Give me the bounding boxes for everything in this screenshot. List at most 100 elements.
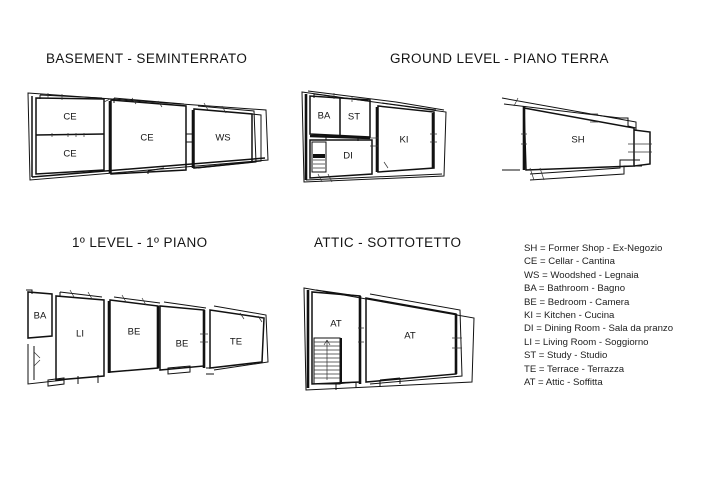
ground-mid-divider — [309, 134, 371, 140]
attic-left-bottom-opening — [335, 381, 357, 390]
basement-left-block — [35, 97, 105, 175]
basement-center-top-wall — [113, 97, 185, 105]
attic-staircase-up-arrow — [323, 339, 331, 380]
legend-item-ce: CE = Cellar - Cantina — [524, 256, 615, 268]
attic-staircase-wall — [340, 338, 342, 384]
shop-upper-outer-wall — [501, 97, 637, 130]
level1-balcony-step — [47, 377, 65, 387]
plan-title-basement: BASEMENT - SEMINTERRATO — [46, 51, 248, 66]
ground-stair-treads — [313, 159, 325, 169]
shop-lower-inner-wall — [529, 165, 642, 181]
level1-li-bottom-openings — [77, 375, 99, 384]
room-label-basement-ce-upper: CE — [63, 112, 76, 123]
level1-ba-room — [27, 291, 53, 339]
attic-left-top-wall — [315, 289, 359, 297]
level1-te-access-gap — [206, 367, 214, 375]
level1-te-room — [209, 309, 265, 369]
floor-plan-former-shop: SH — [500, 82, 666, 188]
ground-ki-door-swing — [383, 161, 389, 169]
level1-be-left-window-ticks — [121, 294, 147, 306]
floor-plan-attic: AT AT — [296, 280, 496, 398]
floor-plan-ground-level: BA ST DI KI — [296, 82, 456, 188]
plan-title-attic: ATTIC - SOTTOTETTO — [314, 235, 462, 250]
room-label-level1-be-left: BE — [128, 327, 141, 338]
legend-item-st: ST = Study - Studio — [524, 350, 608, 362]
basement-woodshed-right-thickness — [251, 113, 262, 163]
shop-lower-outer-wall — [502, 159, 640, 175]
basement-perimeter-left-bottom — [31, 96, 266, 178]
basement-left-window-ticks — [47, 93, 63, 100]
legend-item-ba: BA = Bathroom - Bagno — [524, 283, 626, 295]
room-label-level1-te: TE — [230, 337, 242, 348]
plan-title-first-level: 1º LEVEL - 1º PIANO — [72, 235, 208, 250]
legend-item-at: AT = Attic - Soffitta — [524, 377, 603, 389]
ground-ki-door-gap — [370, 137, 378, 147]
attic-door-gap — [358, 327, 364, 343]
room-label-shop-sh: SH — [571, 135, 584, 146]
room-label-attic-right: AT — [404, 331, 416, 342]
level1-be-right-door-gap — [200, 333, 208, 343]
ground-stair-shaft — [311, 141, 327, 173]
room-label-level1-ba: BA — [34, 311, 47, 322]
legend-item-di: DI = Dining Room - Sala da pranzo — [524, 323, 674, 335]
room-label-basement-ce-center: CE — [140, 133, 153, 144]
ground-di-room — [309, 139, 373, 179]
shop-right-door-gap — [628, 143, 652, 153]
shop-left-window-gap — [521, 133, 527, 145]
legend: SH = Former Shop - Ex-Negozio CE = Cella… — [524, 242, 699, 389]
attic-right-window-gap — [452, 337, 462, 349]
ground-stair-landing — [313, 154, 325, 158]
level1-ba-corner-detail — [26, 289, 33, 294]
legend-item-be: BE = Bedroom - Camera — [524, 296, 630, 308]
shop-right-bay — [633, 129, 651, 167]
basement-center-bottom-notch — [147, 167, 165, 174]
level1-be-right-bottom-notch — [167, 365, 191, 375]
ground-entry-ticks — [317, 173, 333, 183]
first-level-plan-drawing: BA LI BE BE TE — [26, 289, 269, 387]
level1-be-left-top-wall — [113, 296, 161, 304]
former-shop-plan-drawing: SH — [501, 97, 652, 181]
attic-outer-outline — [303, 287, 475, 391]
shop-upper-window-gap — [590, 113, 598, 123]
room-label-ground-ba: BA — [318, 111, 331, 122]
room-label-ground-st: ST — [348, 112, 360, 123]
ground-ki-window-gap — [430, 133, 437, 143]
floor-plan-first-level: BA LI BE BE TE — [18, 280, 274, 398]
room-label-ground-ki: KI — [400, 135, 409, 146]
basement-left-top-wall-detail — [39, 94, 103, 99]
legend-item-li: LI = Living Room - Soggiorno — [524, 336, 649, 348]
shop-opening-ticks — [513, 97, 545, 181]
room-label-basement-ws: WS — [215, 133, 230, 144]
level1-li-top-wall — [59, 291, 103, 298]
level1-balcony-outline — [27, 344, 65, 385]
basement-woodshed-window-ticks — [203, 102, 227, 114]
basement-left-door-ticks — [51, 133, 85, 137]
basement-woodshed-outer — [197, 105, 257, 169]
room-label-level1-li: LI — [76, 329, 84, 340]
ground-st-top-detail — [343, 97, 369, 102]
room-label-basement-ce-lower: CE — [63, 149, 76, 160]
level1-li-window-ticks — [69, 289, 93, 300]
ground-level-plan-drawing: BA ST DI KI — [301, 90, 447, 183]
basement-plan-drawing: CE CE CE WS — [27, 92, 269, 181]
basement-center-opening-ticks — [103, 97, 163, 108]
room-label-ground-di: DI — [343, 151, 353, 162]
basement-left-divider — [35, 133, 105, 136]
room-label-attic-left: AT — [330, 319, 342, 330]
level1-te-rail-ticks — [239, 312, 263, 323]
level1-balcony-stair-arrow — [33, 351, 41, 367]
basement-outer-outline — [27, 92, 269, 181]
floor-plan-basement: CE CE CE WS — [18, 82, 274, 188]
attic-plan-drawing: AT AT — [303, 287, 475, 391]
attic-right-bottom-opening — [379, 377, 401, 386]
ground-ki-top-wall — [381, 102, 437, 111]
level1-te-outer-outline — [213, 305, 269, 371]
room-label-level1-be-right: BE — [176, 339, 189, 350]
ground-bottom-exterior-wall — [305, 173, 443, 181]
legend-item-sh: SH = Former Shop - Ex-Negozio — [524, 243, 663, 254]
level1-li-room — [55, 295, 105, 381]
legend-item-ki: KI = Kitchen - Cucina — [524, 310, 615, 322]
legend-item-ws: WS = Woodshed - Legnaia — [524, 269, 639, 281]
legend-item-te: TE = Terrace - Terrazza — [524, 363, 625, 375]
